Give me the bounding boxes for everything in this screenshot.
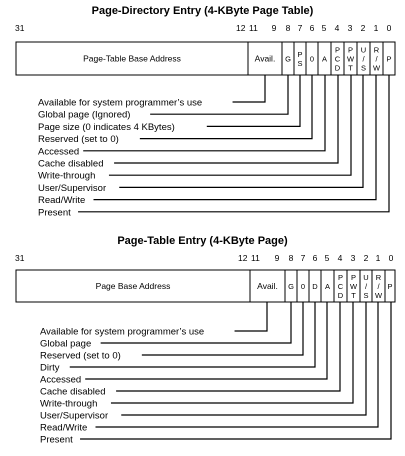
leader-line (206, 75, 301, 127)
base-address-field: Page Base Address (96, 281, 171, 291)
bit-number: 31 (15, 23, 25, 33)
legend-label: Available for system programmer’s use (38, 98, 202, 109)
flag-field: 0 (310, 55, 314, 64)
legend-label: Read/Write (38, 195, 85, 206)
bit-number: 12 (236, 23, 246, 33)
flag-field: R/W (375, 273, 383, 300)
legend-label: Write-through (38, 171, 95, 182)
bit-number: 7 (298, 23, 303, 33)
leader-line (114, 75, 339, 164)
flag-field: U/S (363, 273, 368, 300)
leader-line (232, 75, 266, 103)
flag-field: A (325, 282, 330, 291)
leader-line (108, 75, 352, 176)
legend-label: Present (40, 435, 73, 446)
leader-line (150, 75, 289, 115)
bit-number: 0 (387, 23, 392, 33)
bit-number: 6 (310, 23, 315, 33)
bit-number: 5 (325, 253, 330, 263)
leader-line (121, 302, 367, 416)
leader-line (69, 302, 316, 368)
bit-number: 4 (338, 253, 343, 263)
legend-label: Accessed (38, 146, 79, 157)
legend-label: Dirty (40, 363, 60, 374)
bit-number: 8 (286, 23, 291, 33)
leader-line (93, 75, 377, 201)
leader-line (234, 302, 268, 332)
flag-field: P (387, 282, 392, 291)
bit-number: 1 (374, 23, 379, 33)
leader-line (141, 302, 304, 356)
leader-line (116, 302, 341, 392)
flag-field: A (322, 55, 327, 64)
bit-number: 31 (15, 253, 25, 263)
bit-number: 1 (376, 253, 381, 263)
flag-field: D (312, 282, 318, 291)
flag-field: P (386, 55, 391, 64)
legend-label: Global page (Ignored) (38, 110, 130, 121)
bit-number: 0 (389, 253, 394, 263)
legend-label: Cache disabled (40, 387, 106, 398)
leader-line (78, 75, 390, 213)
bit-number: 2 (364, 253, 369, 263)
legend-label: Page size (0 indicates 4 KBytes) (38, 122, 175, 133)
page-directory-entry: Page-Directory Entry (4-KByte Page Table… (15, 5, 396, 218)
legend-label: Reserved (set to 0) (38, 134, 119, 145)
bit-number: 8 (289, 253, 294, 263)
bit-number: 2 (361, 23, 366, 33)
leader-line (80, 302, 392, 440)
flag-field: 0 (301, 282, 305, 291)
bit-number: 11 (251, 253, 260, 263)
bit-number: 4 (335, 23, 340, 33)
legend-label: Global page (40, 339, 91, 350)
bit-number: 9 (275, 253, 280, 263)
leader-line (119, 75, 364, 188)
legend-label: Write-through (40, 399, 97, 410)
bit-number: 9 (272, 23, 277, 33)
base-address-field: Page-Table Base Address (83, 54, 181, 64)
bit-number: 7 (301, 253, 306, 263)
leader-line (85, 302, 328, 380)
flag-field: R/W (373, 46, 381, 73)
diagram-title: Page-Table Entry (4-KByte Page) (117, 235, 288, 247)
avail-field: Avail. (255, 54, 276, 64)
legend-label: Cache disabled (38, 159, 104, 170)
bit-number: 5 (322, 23, 327, 33)
bit-number: 6 (313, 253, 318, 263)
entry-box (15, 41, 396, 76)
flag-field: G (285, 55, 291, 64)
legend-label: User/Supervisor (40, 411, 108, 422)
leader-line (95, 302, 379, 428)
legend-label: Present (38, 207, 71, 218)
legend-label: Reserved (set to 0) (40, 351, 121, 362)
leader-line (139, 75, 313, 140)
flag-field: G (288, 282, 294, 291)
legend-label: Accessed (40, 375, 81, 386)
bit-number: 3 (351, 253, 356, 263)
entry-box (15, 269, 396, 303)
bit-number: 3 (348, 23, 353, 33)
legend-label: User/Supervisor (38, 183, 106, 194)
leader-line (100, 302, 292, 344)
legend-label: Available for system programmer’s use (40, 327, 204, 338)
leader-line (83, 75, 326, 152)
leader-line (110, 302, 354, 404)
bit-number: 11 (249, 23, 258, 33)
flag-field: U/S (361, 46, 366, 73)
legend-label: Read/Write (40, 423, 87, 434)
diagram-title: Page-Directory Entry (4-KByte Page Table… (92, 5, 314, 17)
avail-field: Avail. (257, 281, 278, 291)
bit-number: 12 (238, 253, 248, 263)
